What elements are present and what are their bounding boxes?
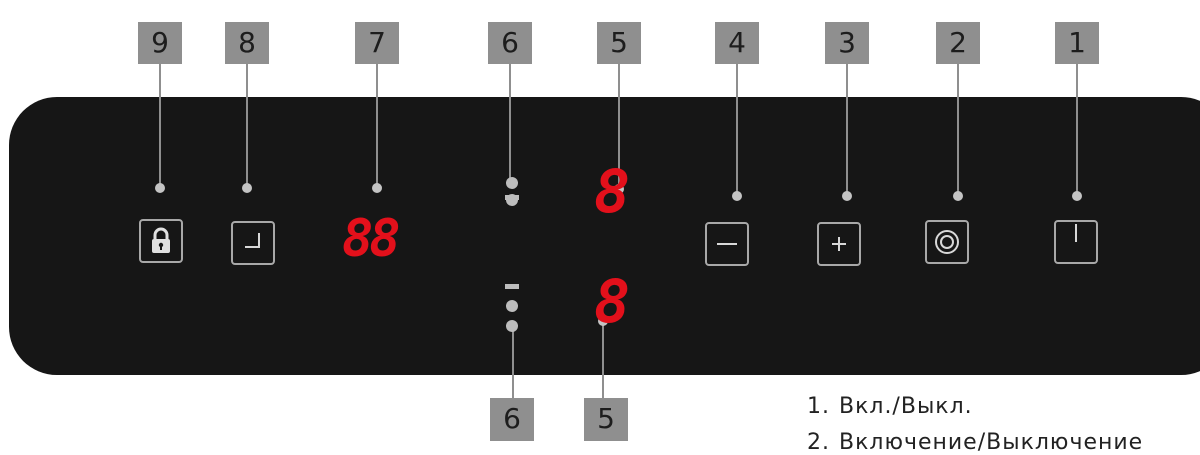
legend-number-2: 2. — [807, 430, 830, 455]
padlock-icon — [152, 227, 170, 253]
leader-3 — [846, 97, 848, 195]
leader-dot-7 — [372, 183, 382, 193]
callout-9: 9 — [138, 22, 182, 64]
zone-top-display-digit: 8 — [594, 158, 630, 218]
cooking-zone-icon — [935, 230, 959, 254]
leader-6-top — [509, 64, 511, 97]
plus-button[interactable] — [817, 222, 861, 266]
leader-9-top — [159, 64, 161, 97]
leader-4 — [736, 97, 738, 195]
leader-dot-5-bottom — [598, 316, 608, 326]
zone-bottom-indicator-bar — [505, 284, 519, 289]
leader-dot-4 — [732, 191, 742, 201]
callout-4: 4 — [715, 22, 759, 64]
legend-text-2: Включение/Выключение — [839, 430, 1144, 455]
leader-9 — [159, 97, 161, 187]
leader-5-bottom — [602, 320, 604, 398]
leader-1 — [1076, 97, 1078, 195]
callout-1: 1 — [1055, 22, 1099, 64]
callout-5-bottom: 5 — [584, 398, 628, 441]
callout-2: 2 — [936, 22, 980, 64]
zone-top-indicator-bar-low — [505, 195, 519, 200]
timer-display-digits: 88 — [342, 212, 398, 262]
legend-item-2: 2. Включение/Выключение — [807, 430, 1143, 455]
callout-3: 3 — [825, 22, 869, 64]
minus-icon — [717, 243, 737, 245]
lock-button[interactable] — [139, 219, 183, 263]
timer-button[interactable] — [231, 221, 275, 265]
leader-dot-5-top — [614, 184, 624, 194]
leader-5-top-inner — [618, 97, 620, 185]
zone-bottom-indicator-dot-2 — [506, 320, 518, 332]
zone-select-button[interactable] — [925, 220, 969, 264]
callout-5-top: 5 — [597, 22, 641, 64]
zone-bottom-display: 8 — [594, 268, 630, 328]
zone-top-indicator-dot-1 — [506, 177, 518, 189]
power-button[interactable] — [1054, 220, 1098, 264]
leader-4-top — [736, 64, 738, 97]
plus-icon — [832, 237, 846, 251]
control-panel — [9, 97, 1200, 375]
leader-5-top — [618, 64, 620, 97]
leader-3-top — [846, 64, 848, 97]
timer-display: 88 — [342, 212, 402, 262]
minus-button[interactable] — [705, 222, 749, 266]
callout-8: 8 — [225, 22, 269, 64]
leader-7-top — [376, 64, 378, 97]
leader-dot-1 — [1072, 191, 1082, 201]
power-icon — [1075, 224, 1077, 242]
callout-6-top: 6 — [488, 22, 532, 64]
callout-7: 7 — [355, 22, 399, 64]
leader-6-top-inner — [509, 97, 511, 179]
legend-text-1: Вкл./Выкл. — [839, 394, 973, 419]
leader-dot-8 — [242, 183, 252, 193]
leader-dot-9 — [155, 183, 165, 193]
legend-number-1: 1. — [807, 394, 830, 419]
leader-8 — [246, 97, 248, 187]
zone-top-display: 8 — [594, 158, 630, 218]
timer-corner-icon — [245, 233, 260, 248]
leader-7 — [376, 97, 378, 187]
zone-bottom-indicator-dot-1 — [506, 300, 518, 312]
leader-6-bottom — [512, 326, 514, 398]
leader-dot-3 — [842, 191, 852, 201]
leader-dot-2 — [953, 191, 963, 201]
leader-8-top — [246, 64, 248, 97]
leader-2-top — [957, 64, 959, 97]
callout-6-bottom: 6 — [490, 398, 534, 441]
leader-1-top — [1076, 64, 1078, 97]
legend-item-1: 1. Вкл./Выкл. — [807, 394, 973, 419]
leader-2 — [957, 97, 959, 195]
zone-bottom-display-digit: 8 — [594, 268, 630, 328]
